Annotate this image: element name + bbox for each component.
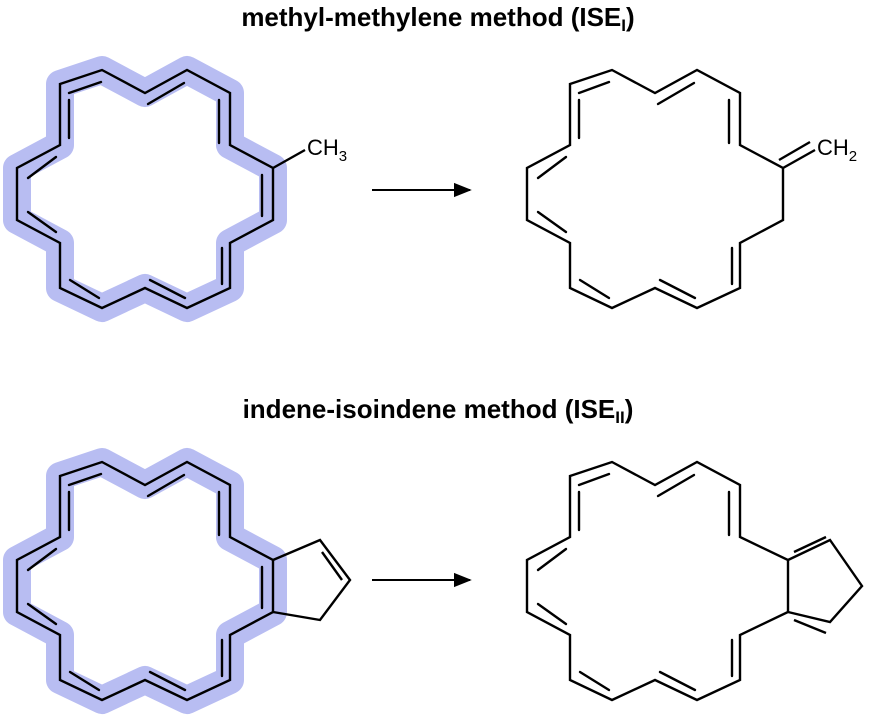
methyl-label: CH3 bbox=[307, 135, 347, 165]
annulene-ring bbox=[15, 68, 275, 310]
cyclopentadiene-ring bbox=[787, 535, 864, 635]
methyl-reactant-molecule: CH3 bbox=[3, 56, 347, 322]
product-double-bonds bbox=[536, 472, 734, 692]
annulene-ring bbox=[15, 460, 275, 702]
scheme-title-methyl-methylene: methyl-methylene method (ISEI) bbox=[0, 2, 876, 36]
methylene-product-molecule: CH2 bbox=[525, 68, 857, 310]
product-ring bbox=[525, 68, 785, 310]
inner-double-bonds bbox=[26, 472, 264, 692]
methylene-label: CH2 bbox=[817, 135, 857, 165]
methyl-bond bbox=[272, 148, 306, 170]
inner-double-bonds bbox=[26, 80, 264, 300]
title-text: methyl-methylene method (ISE bbox=[241, 2, 622, 32]
indene-reactant-molecule bbox=[3, 448, 352, 714]
title-text: indene-isoindene method (ISE bbox=[242, 394, 616, 424]
aromatic-ring-highlight bbox=[3, 56, 287, 322]
cyclopentene-ring bbox=[272, 538, 352, 622]
aromatic-ring-highlight bbox=[3, 448, 287, 714]
product-ring bbox=[525, 460, 790, 702]
title-suffix: ) bbox=[624, 394, 634, 424]
title-subscript: II bbox=[615, 408, 625, 427]
product-double-bonds bbox=[536, 80, 734, 300]
isoindene-product-molecule bbox=[525, 460, 864, 702]
scheme-title-indene-isoindene: indene-isoindene method (ISEII) bbox=[0, 394, 876, 428]
title-suffix: ) bbox=[626, 2, 635, 32]
title-subscript: I bbox=[621, 16, 627, 35]
exocyclic-double-bond bbox=[778, 140, 816, 170]
